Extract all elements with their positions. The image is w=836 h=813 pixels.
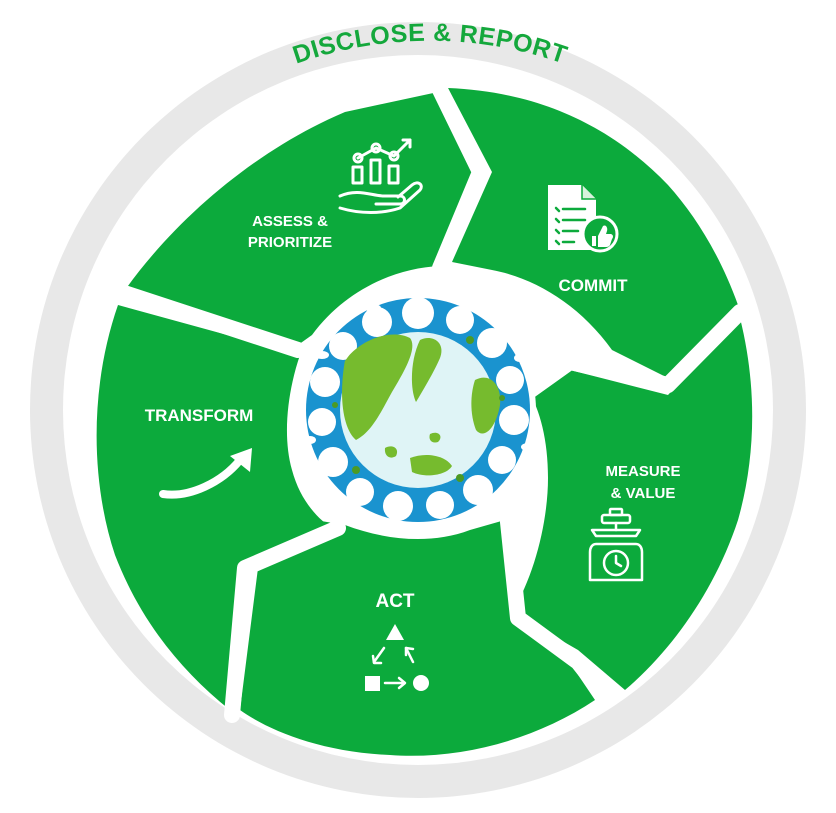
- assess-label-line1: ASSESS &: [252, 213, 328, 230]
- measure-label-line1: MEASURE: [605, 463, 680, 480]
- segment-transform[interactable]: [96, 305, 335, 710]
- segment-measure-value[interactable]: [512, 318, 753, 690]
- curved-arrow-icon: [159, 448, 252, 499]
- commit-label: COMMIT: [559, 276, 629, 295]
- transform-label: TRANSFORM: [145, 406, 254, 425]
- chart-in-hand-icon: [338, 138, 423, 214]
- assess-label-line2: PRIORITIZE: [248, 234, 332, 251]
- earth-globe-icon: [304, 297, 535, 522]
- act-label: ACT: [375, 591, 414, 612]
- segment-separators: [107, 82, 748, 723]
- shape-cycle-icon: [365, 624, 429, 691]
- document-thumbs-up-icon: [548, 185, 619, 253]
- scale-icon: [588, 507, 644, 582]
- measure-label-line2: & VALUE: [611, 485, 676, 502]
